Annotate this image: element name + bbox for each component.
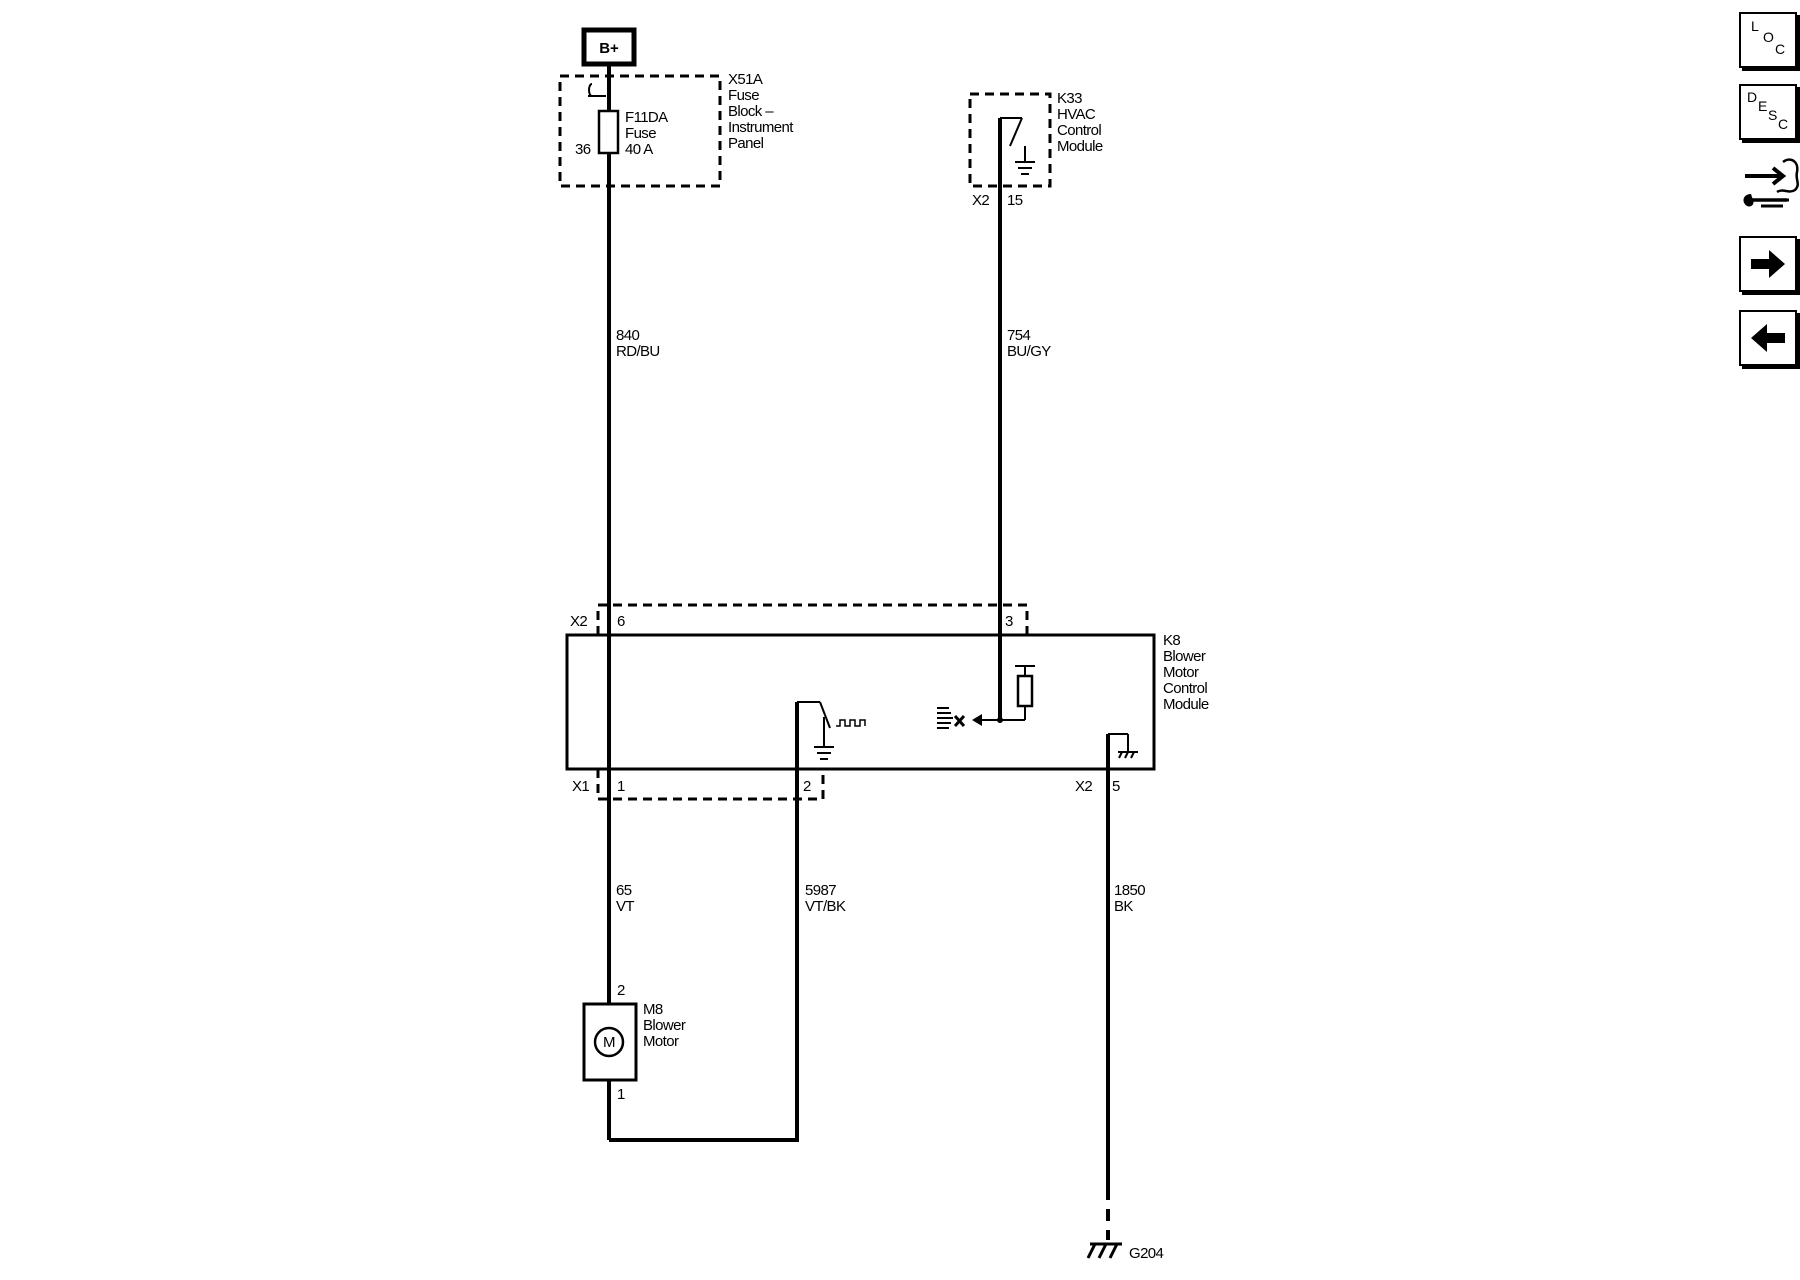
k8-name-4: Module (1163, 696, 1209, 713)
k8-top-pin-6: 6 (617, 613, 625, 630)
k8-top-connector: X2 (570, 613, 587, 630)
hvac-module-name-2: Control (1057, 122, 1101, 139)
hvac-connector: X2 (972, 192, 989, 209)
k8-top-pin-3: 3 (1005, 613, 1013, 630)
fan-speed-icon (937, 707, 966, 729)
k8-bottom-connector-outline (596, 769, 825, 801)
ground-id: G204 (1129, 1245, 1164, 1262)
k8-name-1: Blower (1163, 648, 1206, 665)
motor-symbol-label: M (603, 1034, 615, 1051)
k8-bottom-connector-x1: X1 (572, 778, 589, 795)
power-source-label: B+ (599, 40, 619, 57)
connector-wrench-button[interactable] (1739, 154, 1800, 218)
desc-c: C (1778, 116, 1789, 132)
fuse-word: Fuse (625, 125, 656, 142)
k8-id: K8 (1163, 632, 1180, 649)
loc-l: L (1751, 18, 1759, 34)
desc-d: D (1747, 89, 1758, 105)
fuse-block-name-2: Block – (728, 103, 774, 120)
motor-id: M8 (643, 1001, 663, 1018)
k8-top-connector-outline (596, 603, 1029, 635)
k8-bottom-pin-1: 1 (617, 778, 625, 795)
fuse-block-pin: 36 (575, 141, 591, 158)
signal-arrow-symbol (972, 714, 1000, 726)
connector-wrench-icon (1743, 158, 1799, 208)
fuse-block-outline (558, 74, 722, 188)
desc-e: E (1758, 98, 1768, 114)
hvac-module-name-1: HVAC (1057, 106, 1096, 123)
low-side-driver-pwm-symbol (797, 701, 866, 760)
wire-1850-circuit: 1850 (1114, 882, 1145, 899)
fuse-block-name-3: Instrument (728, 119, 794, 136)
fuse-id: F11DA (625, 109, 668, 126)
blower-control-module-box[interactable] (565, 633, 1156, 771)
wire-1850-color: BK (1114, 898, 1133, 915)
arrow-left-icon (1751, 324, 1785, 352)
k8-bottom-pin-2: 2 (803, 778, 811, 795)
wire-840-color: RD/BU (616, 343, 660, 360)
hvac-module-name-3: Module (1057, 138, 1103, 155)
hvac-module-id: K33 (1057, 90, 1082, 107)
previous-button[interactable] (1739, 310, 1797, 366)
power-source-b-plus[interactable]: B+ (581, 27, 637, 67)
loc-o: O (1763, 29, 1774, 45)
pull-up-resistor-symbol (997, 665, 1035, 723)
wire-65-color: VT (616, 898, 634, 915)
arrow-right-icon (1751, 250, 1785, 278)
hvac-pin: 15 (1007, 192, 1023, 209)
k8-name-3: Control (1163, 680, 1207, 697)
hvac-module-outline (968, 92, 1052, 188)
fuse-block-id: X51A (728, 71, 763, 88)
fuse-block-name-1: Fuse (728, 87, 759, 104)
k8-bottom-pin-5: 5 (1112, 778, 1120, 795)
wire-5987-circuit: 5987 (805, 882, 836, 899)
fuse-rating: 40 A (625, 141, 653, 158)
fuse-f11da[interactable] (588, 83, 620, 155)
wire-5987[interactable] (609, 702, 799, 1142)
next-button[interactable] (1739, 236, 1797, 292)
wire-754-color: BU/GY (1007, 343, 1051, 360)
wire-5987-color: VT/BK (805, 898, 846, 915)
hvac-switch-ground-symbol (1000, 117, 1035, 175)
motor-pin-bottom: 1 (617, 1086, 625, 1103)
motor-pin-top: 2 (617, 982, 625, 999)
desc-s: S (1768, 107, 1778, 123)
wire-840-circuit: 840 (616, 327, 639, 344)
k8-bottom-connector-x2: X2 (1075, 778, 1092, 795)
motor-name-2: Motor (643, 1033, 679, 1050)
ground-g204-symbol[interactable] (1086, 1242, 1122, 1259)
module-ground-symbol (1108, 733, 1138, 759)
wire-754-circuit: 754 (1007, 327, 1030, 344)
blower-motor-m8[interactable]: M (582, 1002, 638, 1082)
fuse-block-name-4: Panel (728, 135, 764, 152)
k8-name-2: Motor (1163, 664, 1199, 681)
desc-button[interactable]: D E S C (1739, 84, 1797, 140)
loc-button[interactable]: L O C (1739, 12, 1797, 68)
motor-name-1: Blower (643, 1017, 686, 1034)
loc-c: C (1775, 41, 1786, 57)
wire-65-circuit: 65 (616, 882, 632, 899)
